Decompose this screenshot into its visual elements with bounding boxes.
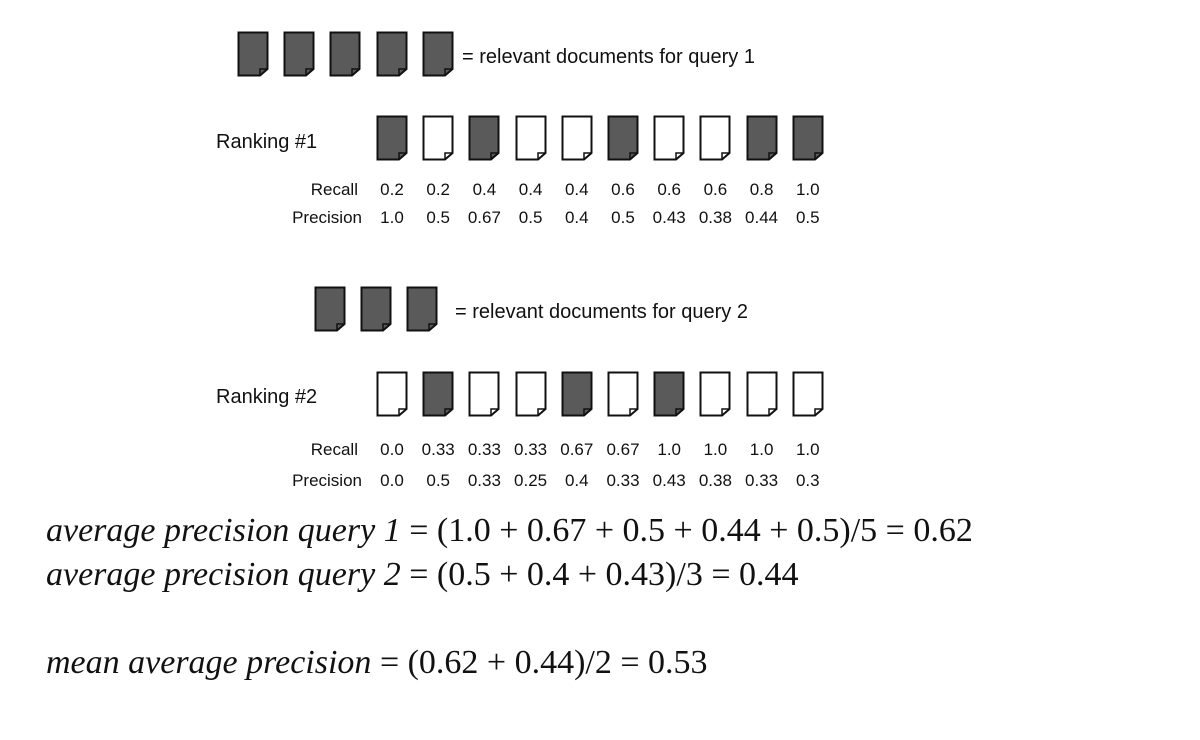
recall-value: 1.0: [703, 440, 728, 459]
relevant-doc-icon: [283, 31, 315, 77]
query1-legend-label: = relevant documents for query 1: [462, 46, 755, 68]
map-rhs: = (0.62 + 0.44)/2 = 0.53: [379, 644, 708, 681]
recall-value: 0.67: [560, 440, 594, 459]
precision-value: 0.0: [380, 471, 404, 490]
ranking1-recall-label: Recall: [310, 180, 358, 199]
ranking1-label: Ranking #1: [216, 131, 318, 153]
ranking1-relevant-doc-icon: [607, 115, 639, 161]
ranking1-nonrelevant-doc-icon: [422, 115, 454, 161]
precision-value: 0.5: [426, 208, 450, 227]
ranking1-relevant-doc-icon: [746, 115, 778, 161]
precision-value: 0.5: [518, 208, 543, 227]
ranking2-nonrelevant-doc-icon: [746, 371, 778, 417]
relevant-doc-icon: [237, 31, 269, 77]
recall-value: 0.6: [611, 180, 635, 199]
recall-value: 0.4: [472, 180, 497, 199]
ranking1-nonrelevant-doc-icon: [653, 115, 685, 161]
ranking2-relevant-doc-icon: [561, 371, 593, 417]
relevant-doc-icon: [376, 31, 408, 77]
ranking2-nonrelevant-doc-icon: [515, 371, 547, 417]
recall-value: 1.0: [795, 440, 820, 459]
ranking1-relevant-doc-icon: [792, 115, 824, 161]
recall-value: 0.33: [467, 440, 501, 459]
precision-value: 0.5: [611, 208, 635, 227]
ap1-rhs: = (1.0 + 0.67 + 0.5 + 0.44 + 0.5)/5 = 0.…: [409, 512, 973, 549]
ap2-rhs: = (0.5 + 0.4 + 0.43)/3 = 0.44: [409, 556, 799, 593]
recall-value: 0.0: [380, 440, 404, 459]
ranking2-relevant-doc-icon: [653, 371, 685, 417]
ranking1-nonrelevant-doc-icon: [515, 115, 547, 161]
ap1-lhs: average precision query 1: [46, 512, 401, 549]
precision-value: 0.5: [795, 208, 820, 227]
precision-value: 0.4: [564, 471, 589, 490]
ranking1-relevant-doc-icon: [376, 115, 408, 161]
average-precision-query2-formula: average precision query 2 = (0.5 + 0.4 +…: [46, 556, 799, 594]
map-lhs: mean average precision: [46, 644, 372, 681]
ranking2-label: Ranking #2: [216, 386, 318, 408]
recall-value: 0.33: [421, 440, 455, 459]
ranking1-relevant-doc-icon: [468, 115, 500, 161]
mean-average-precision-formula: mean average precision = (0.62 + 0.44)/2…: [46, 644, 708, 682]
precision-value: 0.3: [795, 471, 820, 490]
recall-value: 1.0: [795, 180, 820, 199]
relevant-doc-icon: [360, 286, 392, 332]
ap2-lhs: average precision query 2: [46, 556, 401, 593]
ranking2-nonrelevant-doc-icon: [468, 371, 500, 417]
recall-value: 0.2: [426, 180, 450, 199]
ranking1-nonrelevant-doc-icon: [561, 115, 593, 161]
recall-value: 1.0: [749, 440, 774, 459]
relevant-doc-icon: [329, 31, 361, 77]
query2-legend-label: = relevant documents for query 2: [455, 301, 748, 323]
precision-value: 0.38: [698, 208, 732, 227]
precision-value: 0.43: [652, 208, 686, 227]
precision-value: 0.4: [564, 208, 589, 227]
precision-value: 0.44: [745, 208, 779, 227]
precision-value: 0.33: [606, 471, 640, 490]
ranking1-nonrelevant-doc-icon: [699, 115, 731, 161]
precision-value: 0.5: [426, 471, 450, 490]
ranking1-precision-label: Precision: [292, 208, 362, 227]
relevant-doc-icon: [422, 31, 454, 77]
ranking2-relevant-doc-icon: [422, 371, 454, 417]
recall-value: 0.4: [518, 180, 543, 199]
recall-value: 0.6: [703, 180, 728, 199]
recall-value: 0.6: [657, 180, 681, 199]
ranking2-nonrelevant-doc-icon: [699, 371, 731, 417]
recall-value: 0.4: [564, 180, 589, 199]
recall-value: 0.67: [606, 440, 640, 459]
average-precision-query1-formula: average precision query 1 = (1.0 + 0.67 …: [46, 512, 973, 550]
ranking2-nonrelevant-doc-icon: [607, 371, 639, 417]
ranking2-precision-label: Precision: [292, 471, 362, 490]
precision-value: 0.33: [467, 471, 501, 490]
precision-value: 0.38: [698, 471, 732, 490]
recall-value: 0.8: [749, 180, 774, 199]
ranking2-nonrelevant-doc-icon: [792, 371, 824, 417]
relevant-doc-icon: [314, 286, 346, 332]
precision-value: 0.33: [745, 471, 779, 490]
recall-value: 0.2: [380, 180, 404, 199]
precision-value: 0.25: [514, 471, 548, 490]
precision-value: 0.67: [467, 208, 501, 227]
precision-value: 1.0: [380, 208, 404, 227]
relevant-doc-icon: [406, 286, 438, 332]
recall-value: 1.0: [657, 440, 681, 459]
recall-value: 0.33: [514, 440, 548, 459]
ranking2-recall-label: Recall: [310, 440, 358, 459]
ranking2-nonrelevant-doc-icon: [376, 371, 408, 417]
precision-value: 0.43: [652, 471, 686, 490]
